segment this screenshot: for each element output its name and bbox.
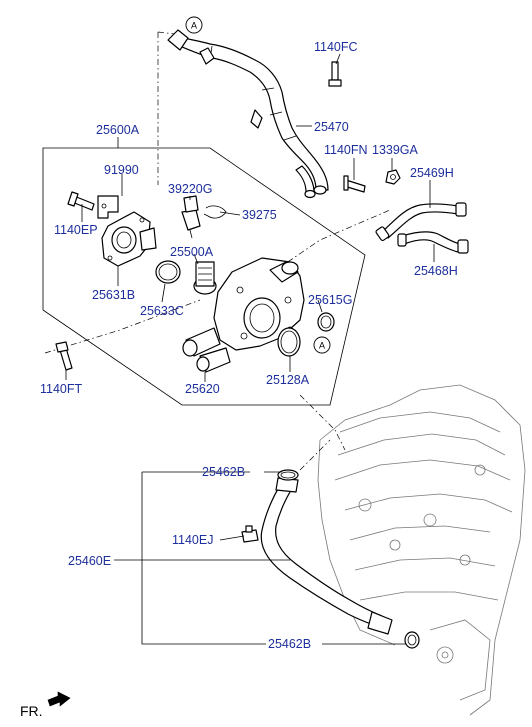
label-25460E: 25460E [68, 554, 111, 568]
front-arrow-icon [47, 691, 71, 707]
bolt-1140FN [343, 175, 366, 193]
oring-25633C [155, 260, 181, 284]
label-25633C: 25633C [140, 304, 184, 318]
label-25469H: 25469H [410, 166, 454, 180]
part-labels: 1140FC 25470 25600A 1140FN 1339GA 91990 … [40, 40, 458, 651]
label-1140FN: 1140FN [324, 143, 368, 157]
label-25128A: 25128A [266, 373, 310, 387]
hose-25469H [375, 202, 467, 242]
hose-25468H [397, 231, 469, 254]
label-1339GA: 1339GA [372, 143, 419, 157]
oring-25615G [317, 312, 335, 332]
label-1140FT: 1140FT [40, 382, 83, 396]
label-1140EJ: 1140EJ [172, 533, 213, 547]
label-25468H: 25468H [414, 264, 458, 278]
label-39220G: 39220G [168, 182, 212, 196]
bolt-1140FC [328, 61, 342, 87]
nut-1339GA [385, 169, 401, 185]
label-25600A: 25600A [96, 123, 140, 137]
sensor-39220G [181, 195, 201, 239]
label-25631B: 25631B [92, 288, 135, 302]
label-39275: 39275 [242, 208, 277, 222]
label-25500A: 25500A [170, 245, 214, 259]
label-25620: 25620 [185, 382, 220, 396]
marker-a-top: A [185, 16, 203, 34]
bolt-1140EJ [241, 525, 259, 543]
label-91990: 91990 [104, 163, 139, 177]
thermostat-25500A [193, 261, 217, 295]
label-25470: 25470 [314, 120, 349, 134]
gasket-25128A [277, 327, 301, 357]
svg-text:A: A [191, 21, 197, 31]
fitting-25631B [101, 211, 157, 267]
label-1140EP: 1140EP [54, 223, 98, 237]
svg-text:A: A [319, 341, 325, 351]
label-1140FC: 1140FC [314, 40, 358, 54]
hose-25460E [260, 469, 420, 649]
bracket-91990 [97, 195, 119, 219]
engine-block-outline [317, 384, 526, 716]
leader-lines [65, 53, 435, 645]
bolt-1140FT [55, 341, 73, 371]
assembly-box [42, 147, 366, 406]
front-direction-marker: FR. [20, 691, 71, 719]
label-25462B-top: 25462B [202, 465, 245, 479]
label-25615G: 25615G [308, 293, 352, 307]
clip-39275 [203, 205, 227, 219]
hose-25470 [167, 29, 329, 199]
svg-text:FR.: FR. [20, 703, 43, 719]
bolt-1140EP [67, 191, 95, 211]
label-25462B-bottom: 25462B [268, 637, 311, 651]
marker-a-mid: A [313, 336, 331, 354]
reference-dashed-lines [44, 31, 391, 471]
